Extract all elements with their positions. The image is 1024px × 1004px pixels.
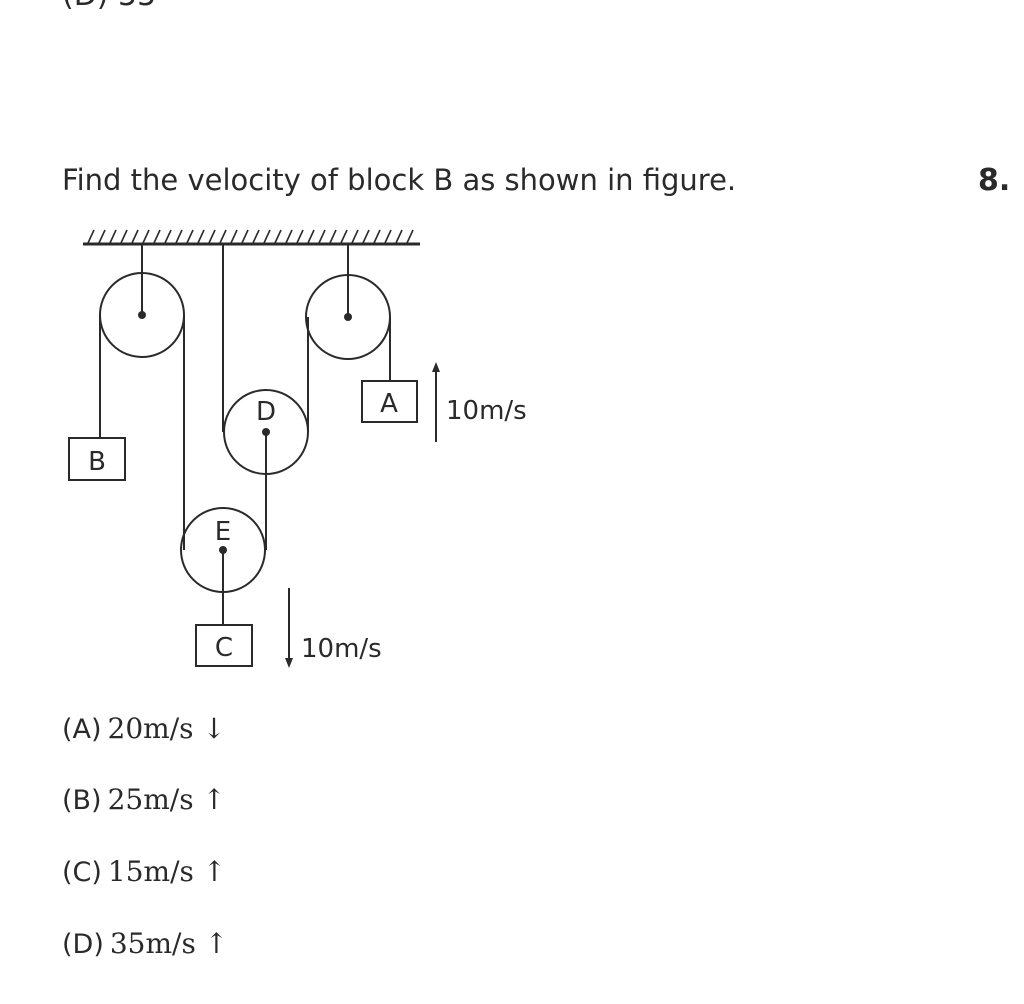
ceiling-hatch (296, 229, 304, 244)
option-value: 15m/s ↑ (107, 855, 227, 888)
ceiling-hatch (208, 229, 216, 244)
block-c (195, 624, 253, 667)
pulley-axle (138, 311, 146, 319)
ceiling (83, 229, 420, 246)
ceiling-hatch (329, 229, 337, 244)
option-label: (D) (62, 929, 104, 960)
arrow-down-head (285, 658, 293, 668)
ceiling-hatch (373, 229, 381, 244)
velocity-c: 10m/s (301, 634, 382, 664)
option-a[interactable]: (A)20m/s ↓ (62, 712, 226, 745)
option-value: 35m/s ↑ (109, 927, 229, 960)
ceiling-hatch (109, 229, 117, 244)
ceiling-hatch (153, 229, 161, 244)
label-e: E (215, 517, 231, 547)
ceiling-hatch (186, 229, 194, 244)
option-value: 25m/s ↑ (107, 783, 226, 816)
previous-option-cut: (D) 55 (62, 0, 156, 13)
ceiling-hatch (263, 229, 271, 244)
question-text: Find the velocity of block B as shown in… (62, 163, 737, 197)
ceiling-hatch (142, 229, 150, 244)
ceiling-hatch (362, 229, 370, 244)
option-d[interactable]: (D)35m/s ↑ (62, 927, 228, 960)
option-label: (C) (62, 857, 102, 888)
ceiling-hatch (285, 229, 293, 244)
pulley-axle (344, 313, 352, 321)
ceiling-hatch (406, 229, 414, 244)
option-label: (B) (62, 785, 102, 816)
label-d: D (256, 397, 276, 427)
ceiling-hatch (164, 229, 172, 244)
ceiling-hatch (175, 229, 183, 244)
label-a: A (380, 389, 398, 419)
arrow-up-head (432, 362, 440, 372)
ceiling-hatch (252, 229, 260, 244)
ceiling-hatch (340, 229, 348, 244)
ceiling-hatch (318, 229, 326, 244)
ceiling-hatch (274, 229, 282, 244)
option-label: (A) (62, 714, 102, 745)
block-a (361, 380, 418, 423)
ceiling-hatch (384, 229, 392, 244)
option-value: 20m/s ↓ (107, 712, 226, 745)
ceiling-hatch (395, 229, 403, 244)
ceiling-hatch (351, 229, 359, 244)
ceiling-hatch (120, 229, 128, 244)
ceiling-hatch (219, 229, 227, 244)
option-b[interactable]: (B)25m/s ↑ (62, 783, 226, 816)
ceiling-hatch (197, 229, 205, 244)
velocity-a: 10m/s (446, 396, 527, 426)
label-b: B (88, 447, 106, 477)
question-number: 8. (978, 163, 1011, 198)
label-c: C (215, 633, 233, 663)
option-c[interactable]: (C)15m/s ↑ (62, 855, 226, 888)
ceiling-hatch (230, 229, 238, 244)
ceiling-hatch (98, 229, 106, 244)
ceiling-hatch (241, 229, 249, 244)
ceiling-hatch (131, 229, 139, 244)
ceiling-hatch (87, 229, 95, 244)
ceiling-hatch (307, 229, 315, 244)
block-b (68, 437, 126, 481)
